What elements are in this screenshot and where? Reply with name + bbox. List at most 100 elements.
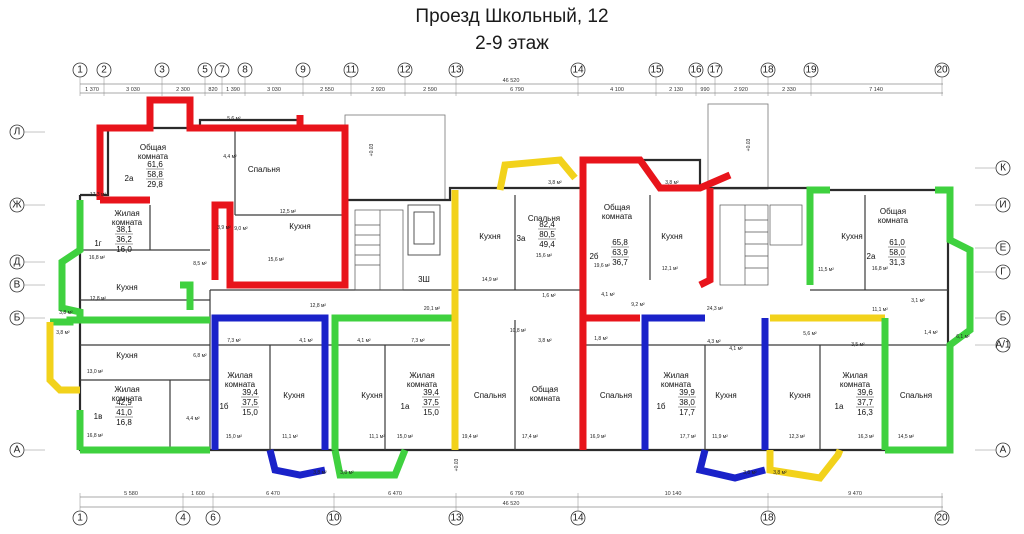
room-area-label: 14,9 м²	[482, 277, 499, 283]
apartment-area-value: 37,7	[857, 398, 873, 407]
apartment-area-value: 82,4	[539, 220, 555, 229]
room-area-label: 1,4 м²	[924, 330, 938, 336]
apartment-area-value: 39,4	[423, 388, 439, 397]
axis-label-right: К	[1000, 163, 1006, 174]
apartment-outlines	[46, 96, 974, 482]
room-label-bedroom: Спальня	[474, 391, 506, 400]
axis-label-bottom: 14	[572, 513, 584, 524]
room-area-label: 16,8 м²	[89, 255, 106, 261]
axis-label-top: 11	[346, 65, 357, 76]
room-area-label: 19,6 м²	[594, 263, 611, 269]
apartment-area-value: 16,3	[857, 408, 873, 417]
apartment-area-value: 36,7	[612, 258, 628, 267]
dimension-lines-top	[80, 83, 943, 94]
dim-top-value: 990	[700, 87, 709, 93]
dim-bottom-value: 5 580	[124, 491, 138, 497]
apartment-code: 1а	[835, 402, 844, 411]
room-label-common: комната	[878, 216, 909, 225]
room-area-label: 17,7 м²	[680, 434, 697, 440]
room-label-common: Общая	[532, 385, 558, 394]
axis-label-left: А	[14, 445, 21, 456]
axis-label-bottom: 20	[936, 513, 948, 524]
balcony-mark-bottom: +0.03	[454, 458, 460, 471]
room-label-kitchen: Кухня	[841, 232, 862, 241]
dim-top-value: 2 330	[782, 87, 796, 93]
room-label-living: комната	[407, 380, 438, 389]
room-area-label: 16,9 м²	[590, 434, 607, 440]
room-label-bedroom: Спальня	[600, 391, 632, 400]
apartment-area-value: 80,5	[539, 230, 555, 239]
room-label-living: комната	[840, 380, 871, 389]
room-label-kitchen: Кухня	[661, 232, 682, 241]
axis-label-bottom: 1	[77, 513, 83, 524]
room-label-living: Жилая	[663, 371, 688, 380]
dim-bottom-value: 1 600	[191, 491, 205, 497]
axis-label-top: 8	[242, 65, 248, 76]
apartment-area-value: 16,0	[116, 245, 132, 254]
room-label-common: комната	[602, 212, 633, 221]
room-area-label: 5,6 м²	[227, 116, 241, 122]
room-area-label: 4,1 м²	[729, 346, 743, 352]
axis-label-top: 20	[936, 65, 948, 76]
room-area-label: 16,8 м²	[872, 266, 889, 272]
plan-title: Проезд Школьный, 12	[415, 6, 609, 27]
room-area-label: 17,3 м²	[90, 192, 107, 198]
apartment-area-value: 42,9	[116, 398, 132, 407]
outline-apt-1g-1v-left	[50, 200, 210, 454]
room-label-common: Общая	[140, 143, 166, 152]
dim-top-value: 3 030	[126, 87, 140, 93]
apartment-code: 1г	[94, 239, 101, 248]
room-label-common: Общая	[880, 207, 906, 216]
axis-label-top: 3	[159, 65, 165, 76]
dim-bottom-value: 10 140	[665, 491, 682, 497]
room-area-label: 3,8 м²	[538, 338, 552, 344]
apartment-area-value: 17,7	[679, 408, 695, 417]
room-area-label: 3,8 м²	[340, 470, 354, 476]
axis-label-top: 1	[77, 65, 83, 76]
dim-top-value: 4 100	[610, 87, 624, 93]
apartment-area-value: 16,8	[116, 418, 132, 427]
dim-bottom-value: 6 470	[266, 491, 280, 497]
axis-label-right: И	[999, 200, 1006, 211]
balcony-right	[707, 103, 769, 190]
room-label-living: комната	[112, 218, 143, 227]
room-area-label: 9,0 м²	[234, 226, 248, 232]
room-area-label: 15,0 м²	[226, 434, 243, 440]
axis-label-top: 18	[762, 65, 774, 76]
outline-apt-3a	[451, 156, 578, 450]
outline-apt-2a-right	[806, 186, 974, 454]
room-area-label: 3,8 м²	[743, 470, 757, 476]
dimension-lines-bottom	[80, 496, 943, 508]
room-area-label: 11,1 м²	[872, 307, 888, 313]
room-area-label: 4,1 м²	[601, 292, 615, 298]
apartment-area-value: 65,8	[612, 238, 628, 247]
room-label-kitchen: Кухня	[116, 351, 137, 360]
room-label-bedroom: Спальня	[528, 214, 560, 223]
axis-label-top: 15	[650, 65, 662, 76]
room-area-label: 3,5 м²	[851, 342, 865, 348]
axis-label-right: Е	[1000, 243, 1007, 254]
room-label-living: Жилая	[842, 371, 867, 380]
room-label-kitchen: Кухня	[283, 391, 304, 400]
axis-label-right: А	[1000, 445, 1007, 456]
axis-label-top: 19	[805, 65, 817, 76]
apartment-area-value: 49,4	[539, 240, 555, 249]
dim-top-value: 820	[208, 87, 217, 93]
room-area-label: 14,5 м²	[898, 434, 915, 440]
room-area-label: 4,1 м²	[357, 338, 371, 344]
apartment-area-value: 36,2	[116, 235, 132, 244]
apartment-area-value: 61,0	[889, 238, 905, 247]
room-area-label: 4,4 м²	[186, 416, 200, 422]
axis-label-bottom: 13	[450, 513, 462, 524]
staircase-right	[719, 204, 803, 286]
dim-top-value: 3 030	[267, 87, 281, 93]
room-area-label: 6,1 м²	[956, 334, 970, 340]
apartment-area-value: 37,5	[242, 398, 258, 407]
apartment-area-boxes: 2а61,658,829,81г38,136,216,01в42,941,016…	[94, 160, 906, 427]
apartment-code: 1в	[94, 412, 103, 421]
dim-top-value: 2 130	[669, 87, 683, 93]
